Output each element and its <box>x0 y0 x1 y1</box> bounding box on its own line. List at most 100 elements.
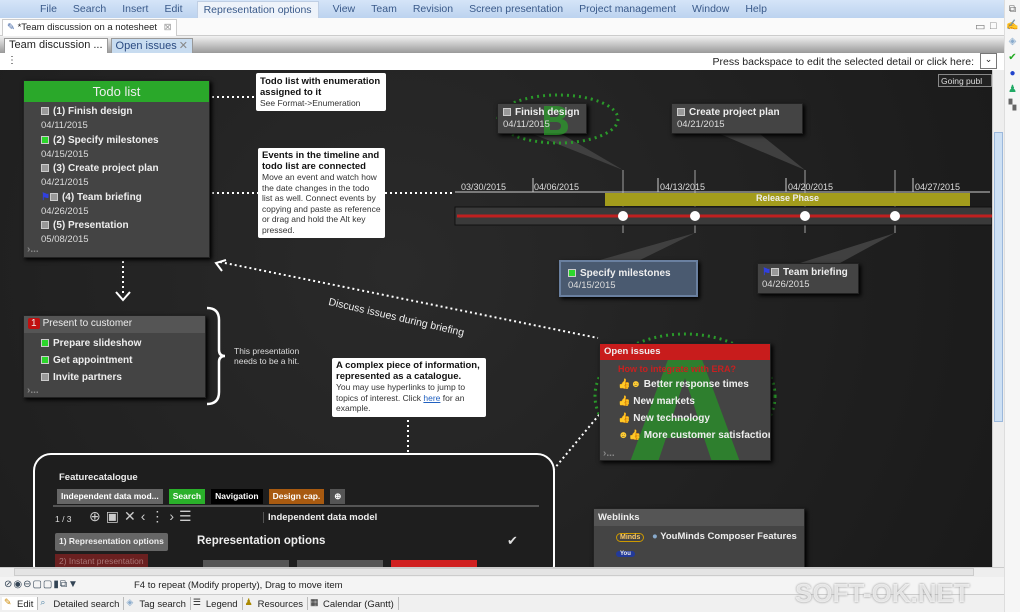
tab-open-issues[interactable]: Open issues✕ <box>110 38 193 53</box>
menu-edit[interactable]: Edit <box>164 3 183 15</box>
menu-revision[interactable]: Revision <box>412 3 454 15</box>
grid-icon[interactable]: ▚ <box>1008 100 1017 111</box>
issue-item[interactable]: 👍 New technology <box>618 413 710 424</box>
chevron-down-icon[interactable]: ⌄ <box>980 53 997 69</box>
here-link[interactable]: here <box>423 392 441 403</box>
minimize-icon[interactable]: ▭ <box>975 21 986 33</box>
menu-window[interactable]: Window <box>691 3 730 15</box>
tab-team-discussion[interactable]: Team discussion ... <box>4 38 108 53</box>
task-item[interactable]: Prepare slideshow <box>41 335 205 352</box>
issue-item[interactable]: 👍 New markets <box>618 396 695 407</box>
weblinks-card[interactable]: Weblinks Minds You ● YouMinds Composer F… <box>593 508 805 567</box>
catalogue-list-item[interactable]: 1) Representation options <box>55 533 168 551</box>
issue-item[interactable]: 👍☻ Better response times <box>618 379 749 390</box>
tag-design[interactable]: Design cap. <box>268 489 325 504</box>
close-icon[interactable]: ✕ <box>178 40 188 52</box>
tag-icon: ◈ <box>126 597 134 607</box>
youminds-logo: Minds <box>616 533 645 542</box>
weblink-item[interactable]: ● YouMinds Composer Features <box>652 531 797 542</box>
callout-pointer <box>720 134 805 170</box>
view-tool-icons[interactable]: ⊘◉⊖▢▢▮⧉▼ <box>4 579 79 590</box>
connector-line <box>219 261 599 339</box>
menu-help[interactable]: Help <box>745 3 767 15</box>
tag-icon[interactable]: ◈ <box>1008 36 1017 47</box>
youminds-logo: You <box>616 551 635 557</box>
tab-calendar[interactable]: ▦Calendar (Gantt) <box>308 597 399 610</box>
right-icon-strip: ⧉ ✍ ◈ ✔ ● ♟ ▚ <box>1004 0 1020 612</box>
people-icon[interactable]: ♟ <box>1008 84 1017 95</box>
person-icon: ♟ <box>244 597 253 607</box>
marker-a <box>630 354 740 460</box>
expand-more[interactable]: ›... <box>603 448 615 459</box>
tag-navigation[interactable]: Navigation <box>211 489 263 504</box>
menu-search[interactable]: Search <box>72 3 107 15</box>
vertical-scrollbar[interactable] <box>992 70 1004 567</box>
flag-icon: ⚑ <box>41 191 50 203</box>
tab-tag-search[interactable]: ◈Tag search <box>124 597 191 610</box>
open-issues-title: Open issues <box>600 344 770 360</box>
watermark: SOFT-OK.NET <box>795 578 970 608</box>
brace <box>206 306 226 406</box>
menu-representation-options[interactable]: Representation options <box>196 1 319 18</box>
todo-list-title: Todo list <box>24 81 209 102</box>
menu-team[interactable]: Team <box>371 3 397 15</box>
calendar-icon: ▦ <box>310 597 319 607</box>
menu-project-management[interactable]: Project management <box>579 3 676 15</box>
menu-insert[interactable]: Insert <box>122 3 149 15</box>
arrow-head <box>115 291 131 302</box>
open-issues-card[interactable]: Open issues How to integrate with ERA? 👍… <box>599 343 771 461</box>
catalogue-select[interactable]: Independent data mod... <box>57 489 163 504</box>
tab-resources[interactable]: ♟Resources <box>243 597 308 610</box>
menu-view[interactable]: View <box>332 3 356 15</box>
issue-item[interactable]: ☻👍 More customer satisfaction <box>618 430 771 441</box>
horizontal-scrollbar[interactable] <box>0 567 1004 577</box>
callout-pointer <box>600 233 695 260</box>
timeline-date: 04/20/2015 <box>788 182 834 192</box>
catalogue-title: Featurecatalogue <box>59 472 138 483</box>
feature-catalogue[interactable]: Featurecatalogue Independent data mod...… <box>33 453 555 567</box>
catalogue-nav-buttons[interactable]: ⊕▣✕‹⋮›☰ <box>89 508 197 524</box>
menu-file[interactable]: File <box>40 3 57 15</box>
note-enumeration: Todo list with enumeration assigned to i… <box>256 73 386 111</box>
event-dot <box>618 211 628 221</box>
tab-detailed-search[interactable]: ⌕Detailed search <box>38 597 125 610</box>
add-tag-button[interactable]: ⊕ <box>330 489 346 504</box>
expand-more[interactable]: ›... <box>27 385 39 396</box>
menu-screen-presentation[interactable]: Screen presentation <box>469 3 564 15</box>
chat-icon[interactable]: ● <box>1009 68 1016 79</box>
weblinks-title: Weblinks <box>594 509 804 526</box>
tag-search[interactable]: Search <box>168 489 206 504</box>
close-icon[interactable]: ⊠ <box>163 22 172 33</box>
maximize-icon[interactable]: □ <box>990 20 997 32</box>
legend-icon: ☰ <box>192 597 201 607</box>
expand-more[interactable]: ›... <box>27 244 39 255</box>
task-item[interactable]: Invite partners <box>41 369 205 386</box>
pen-icon[interactable]: ✍ <box>1006 20 1019 31</box>
editor-tab[interactable]: ✎ *Team discussion on a notesheet ⊠ <box>2 19 177 36</box>
pencil-icon: ✎ <box>4 597 12 607</box>
tab-legend[interactable]: ☰Legend <box>191 597 243 610</box>
going-public-label[interactable]: Going publ <box>938 74 992 87</box>
restore-icon[interactable]: ⧉ <box>1008 4 1017 15</box>
tab-edit[interactable]: ✎Edit <box>2 597 39 610</box>
outline-icon[interactable]: ⋮ <box>7 55 17 66</box>
task-item[interactable]: Get appointment <box>41 352 205 369</box>
catalogue-list-item[interactable]: 2) Instant presentation <box>55 554 148 567</box>
check-circle-icon[interactable]: ✔ <box>1008 52 1017 63</box>
issue-question[interactable]: How to integrate with ERA? <box>618 364 736 374</box>
callout-pointer <box>530 133 623 170</box>
search-icon: ⌕ <box>40 597 46 607</box>
check-icon[interactable]: ✔ <box>507 533 518 548</box>
